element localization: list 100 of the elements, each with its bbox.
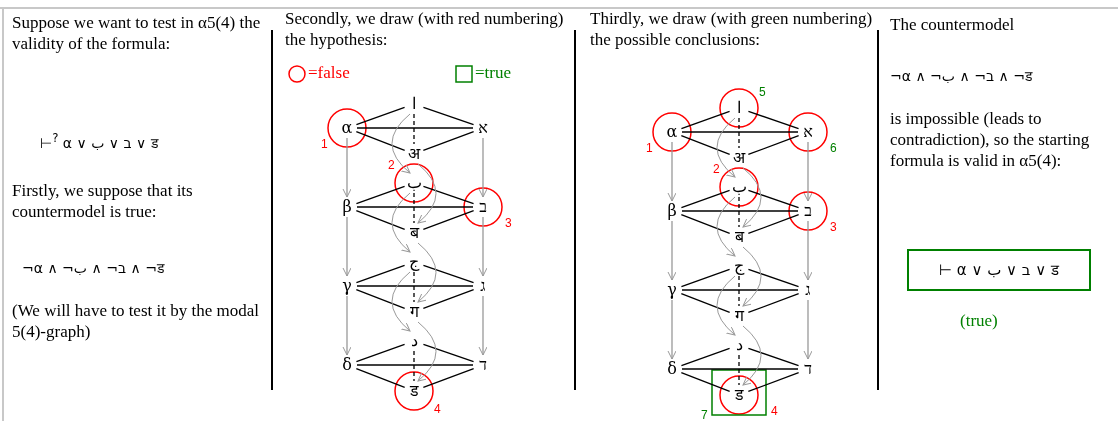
formula: ⊢$^{?}$ α ∨ ب ∨ ב ∨ ड	[40, 130, 158, 153]
legend-label: =true	[475, 62, 512, 83]
edge-line	[422, 185, 475, 205]
vertex-label: अ	[729, 148, 749, 168]
edge-line	[355, 288, 406, 310]
edge-line	[356, 364, 474, 366]
vertex-label: ब	[404, 223, 424, 243]
edge-line	[747, 347, 800, 367]
edge-line	[681, 368, 799, 370]
edge-line	[680, 292, 731, 314]
edge-line	[747, 189, 800, 209]
arrow	[803, 141, 813, 202]
edge-line	[355, 264, 406, 284]
vertex-label: γ	[337, 276, 357, 296]
edge-line	[422, 288, 475, 310]
edge-line	[747, 110, 800, 130]
edge-line	[356, 285, 474, 287]
arrow	[342, 295, 352, 356]
arrow	[742, 167, 762, 228]
vertex-label: γ	[662, 280, 682, 300]
vertex-label: ד	[473, 355, 493, 375]
arrow	[342, 137, 352, 198]
vertex-label: ड	[404, 381, 424, 401]
step-number: 4	[771, 405, 778, 418]
edge-line	[356, 206, 474, 208]
edge-line	[422, 367, 475, 389]
edge-line	[680, 268, 731, 288]
dashed-line	[738, 354, 740, 386]
vertex-label: अ	[404, 144, 424, 164]
arrow	[478, 295, 488, 356]
dashed-line	[413, 113, 415, 145]
dashed-line	[738, 117, 740, 149]
edge-line	[680, 213, 731, 235]
paragraph: Secondly, we draw (with red numbering) the hypothesis:	[285, 8, 565, 50]
edge-line	[422, 343, 475, 363]
step-number: 4	[434, 403, 441, 416]
edge-line	[422, 264, 475, 284]
arrow	[391, 113, 411, 174]
dashed-line	[413, 271, 415, 303]
arrow	[667, 299, 677, 360]
dashed-line	[413, 350, 415, 382]
edge-line	[747, 268, 800, 288]
vertex-label: ب	[729, 177, 749, 197]
step-number: 3	[505, 217, 512, 230]
vertex-label: د	[404, 331, 424, 351]
vertex-label: ड	[729, 385, 749, 405]
edge-line	[356, 127, 474, 129]
edge-line	[680, 110, 731, 130]
vertex-label: א	[473, 118, 493, 138]
paragraph: is impossible (leads to contradiction), so the starting formula is valid in α5(4):	[890, 108, 1091, 171]
edge-line	[680, 134, 731, 156]
vertex-label: β	[337, 197, 357, 217]
edge-line	[681, 210, 799, 212]
paragraph: (We will have to test it by the modal 5(4)-graph)	[12, 300, 260, 342]
paragraph: Firstly, we suppose that its countermodel is true:	[12, 180, 194, 222]
step-number: 5	[759, 86, 766, 99]
step-number: 2	[713, 163, 720, 176]
edge-line	[422, 209, 475, 231]
edge-line	[681, 131, 799, 133]
arrow	[803, 299, 813, 360]
step-number: 3	[830, 221, 837, 234]
arrow	[342, 216, 352, 277]
vertex-label: ج	[404, 252, 424, 272]
vertex-label: ب	[404, 173, 424, 193]
vertex-label: ब	[729, 227, 749, 247]
formula: ¬α ∧ ¬ب ∧ ¬ב ∧ ¬ड	[22, 259, 164, 278]
vertex-label: ג	[798, 280, 818, 300]
vertex-label: δ	[337, 355, 357, 375]
arrow	[716, 275, 736, 336]
dashed-line	[738, 275, 740, 307]
vertex-label: ג	[473, 276, 493, 296]
arrow	[803, 220, 813, 281]
edge-line	[355, 367, 406, 389]
edge-line	[680, 371, 731, 393]
edge-line	[355, 209, 406, 231]
dashed-line	[413, 192, 415, 224]
paragraph: Suppose we want to test in α5(4) the validity of the formula:	[12, 12, 262, 54]
arrow	[742, 325, 762, 386]
formula: ¬α ∧ ¬ب ∧ ¬ב ∧ ¬ड	[890, 67, 1032, 86]
edge-line	[681, 289, 799, 291]
edge-line	[355, 106, 406, 126]
arrow	[478, 137, 488, 198]
vertex-label: ا	[404, 94, 424, 114]
edge-line	[747, 371, 800, 393]
dashed-line	[738, 196, 740, 228]
vertex-label: א	[798, 122, 818, 142]
legend-label: =false	[308, 62, 350, 83]
step-number: 2	[388, 159, 395, 172]
vertex-label: ج	[729, 256, 749, 276]
edge-line	[422, 130, 475, 152]
vertex-label: δ	[662, 359, 682, 379]
edge-line	[680, 347, 731, 367]
vertex-label: β	[662, 201, 682, 221]
step-number: 6	[830, 142, 837, 155]
edge-line	[747, 134, 800, 156]
arrow	[742, 246, 762, 307]
vertex-label: ग	[729, 306, 749, 326]
edge-line	[355, 343, 406, 363]
edge-line	[355, 185, 406, 205]
vertex-label: ग	[404, 302, 424, 322]
